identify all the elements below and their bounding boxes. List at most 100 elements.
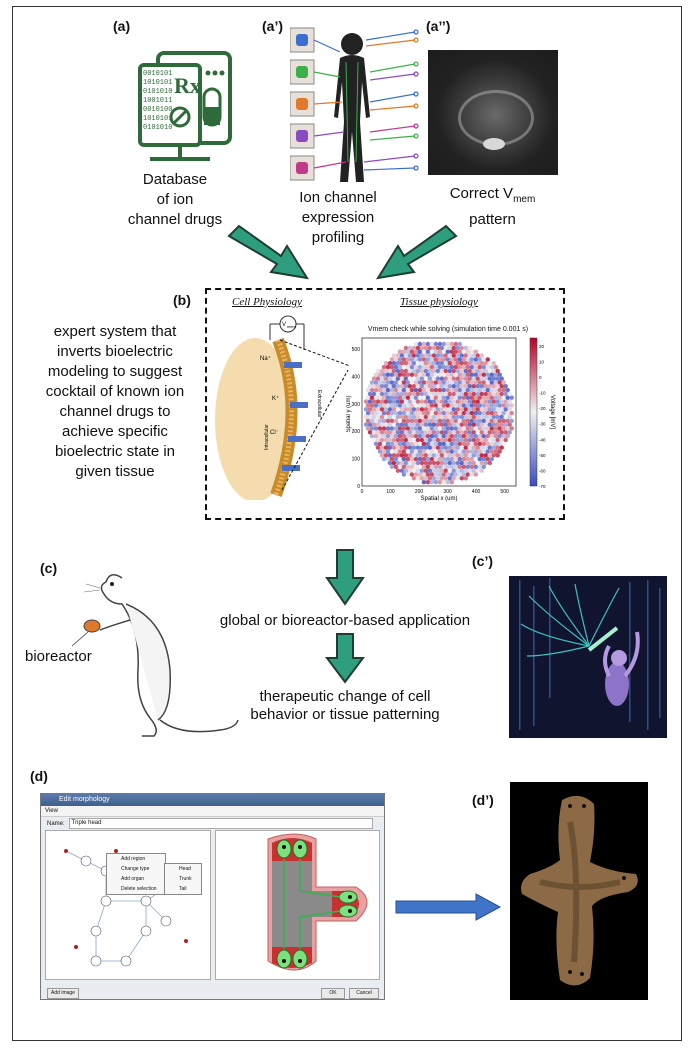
heatmap-cell	[465, 449, 470, 454]
heatmap-cell	[461, 395, 466, 400]
heatmap-cell	[433, 357, 439, 362]
heatmap-cell	[467, 414, 472, 420]
heatmap-cell	[461, 410, 466, 416]
menu-change-type[interactable]: Change type	[121, 866, 150, 872]
heatmap-cell	[479, 453, 484, 458]
heatmap-cell	[447, 476, 452, 481]
heatmap-cell	[401, 449, 407, 454]
heatmap-cell	[443, 476, 448, 481]
add-image-button[interactable]: Add image	[47, 988, 79, 999]
heatmap-cell	[399, 391, 405, 397]
heatmap-cell	[429, 341, 435, 347]
y-tick-label: 300	[352, 402, 361, 408]
submenu-trunk[interactable]: Trunk	[179, 876, 192, 882]
heatmap-cell	[495, 384, 500, 389]
heatmap-cell	[441, 472, 446, 477]
graph-pane[interactable]: Add region Change type Add organ Delete …	[45, 830, 211, 980]
heatmap-cell	[427, 407, 433, 412]
heatmap-cell	[481, 449, 486, 454]
heatmap-cell	[485, 380, 490, 385]
heatmap-cell	[411, 345, 417, 351]
heatmap-cell	[407, 391, 413, 397]
heatmap-cell	[401, 395, 407, 400]
heatmap-cell	[437, 357, 443, 362]
heatmap-cell	[479, 376, 484, 381]
heatmap-cell	[441, 480, 446, 485]
heatmap-cell	[473, 426, 478, 431]
heatmap-cell	[373, 380, 379, 385]
heatmap-cell	[471, 414, 476, 420]
heatmap-cell	[451, 399, 456, 404]
heatmap-cell	[485, 418, 490, 423]
heatmap-cell	[407, 437, 413, 443]
heatmap-cell	[419, 468, 425, 473]
heatmap-cell	[389, 449, 395, 454]
submenu-tail[interactable]: Tail	[179, 886, 187, 892]
heatmap-cell	[489, 380, 494, 385]
heatmap-cell	[445, 472, 450, 477]
heatmap-cell	[469, 449, 474, 454]
heatmap-cell	[495, 399, 500, 404]
menu-delete-selection[interactable]: Delete selection	[121, 886, 157, 892]
heatmap-cell	[419, 422, 425, 427]
heatmap-cell	[463, 430, 468, 435]
arrow-down-left	[375, 224, 458, 280]
heatmap-cell	[439, 391, 445, 397]
heatmap-cell	[373, 372, 379, 377]
heatmap-cell	[395, 414, 401, 420]
heatmap-cell	[467, 399, 472, 404]
heatmap-cell	[481, 395, 486, 400]
heatmap-cell	[415, 414, 421, 420]
heatmap-cell	[415, 422, 421, 427]
cell-membrane-diagram: V mem Na⁺ K⁺ Cl⁻ Intracellular Extracell…	[215, 315, 350, 500]
cancel-button[interactable]: Cancel	[349, 988, 379, 999]
heatmap-cell	[475, 376, 480, 381]
heatmap-cell	[381, 372, 387, 377]
menu-add-organ[interactable]: Add organ	[121, 876, 145, 882]
heatmap-cell	[445, 357, 450, 362]
heatmap-cell	[417, 357, 423, 362]
heatmap-cell	[441, 349, 446, 354]
colorbar-tick-label: -50	[539, 453, 546, 458]
heatmap-cell	[439, 430, 445, 435]
heatmap-cell	[449, 456, 454, 462]
heatmap-cell	[493, 426, 498, 431]
heatmap-cell	[447, 376, 452, 381]
heatmap-cell	[453, 387, 458, 393]
heatmap-cell	[401, 349, 407, 354]
heatmap-cell	[377, 403, 383, 408]
ok-button[interactable]: OK	[321, 988, 345, 999]
heatmap-cell	[461, 426, 466, 431]
heatmap-cell	[375, 445, 381, 450]
heatmap-cell	[391, 399, 397, 404]
heatmap-cell	[381, 433, 387, 439]
heatmap-cell	[499, 391, 504, 397]
heatmap-cell	[417, 441, 423, 446]
heatmap-cell	[431, 407, 437, 412]
heatmap-cell	[377, 372, 383, 377]
submenu-head[interactable]: Head	[179, 866, 191, 872]
heatmap-cell	[397, 380, 403, 385]
menu-add-region[interactable]: Add region	[121, 856, 146, 862]
heatmap-cell	[501, 433, 506, 439]
colorbar-tick-label: -10	[539, 391, 546, 396]
heatmap-cell	[471, 384, 476, 389]
heatmap-cell	[463, 460, 468, 466]
heatmap-cell	[405, 410, 411, 416]
heatmap-cell	[385, 456, 391, 462]
heatmap-cell	[463, 476, 468, 481]
heatmap-cell	[455, 345, 460, 351]
heatmap-cell	[419, 460, 425, 466]
heatmap-cell	[381, 456, 387, 462]
heatmap-cell	[365, 387, 371, 393]
heatmap-cell	[423, 437, 429, 443]
name-field[interactable]: Triple head	[68, 817, 373, 829]
heatmap-cell	[483, 399, 488, 404]
heatmap-cell	[483, 384, 488, 389]
heatmap-cell	[503, 430, 508, 435]
menu-view[interactable]: View	[41, 806, 384, 817]
artwork-figure	[509, 576, 667, 738]
heatmap-cell	[439, 453, 445, 458]
heatmap-cell	[435, 407, 441, 412]
heatmap-cell	[471, 453, 476, 458]
